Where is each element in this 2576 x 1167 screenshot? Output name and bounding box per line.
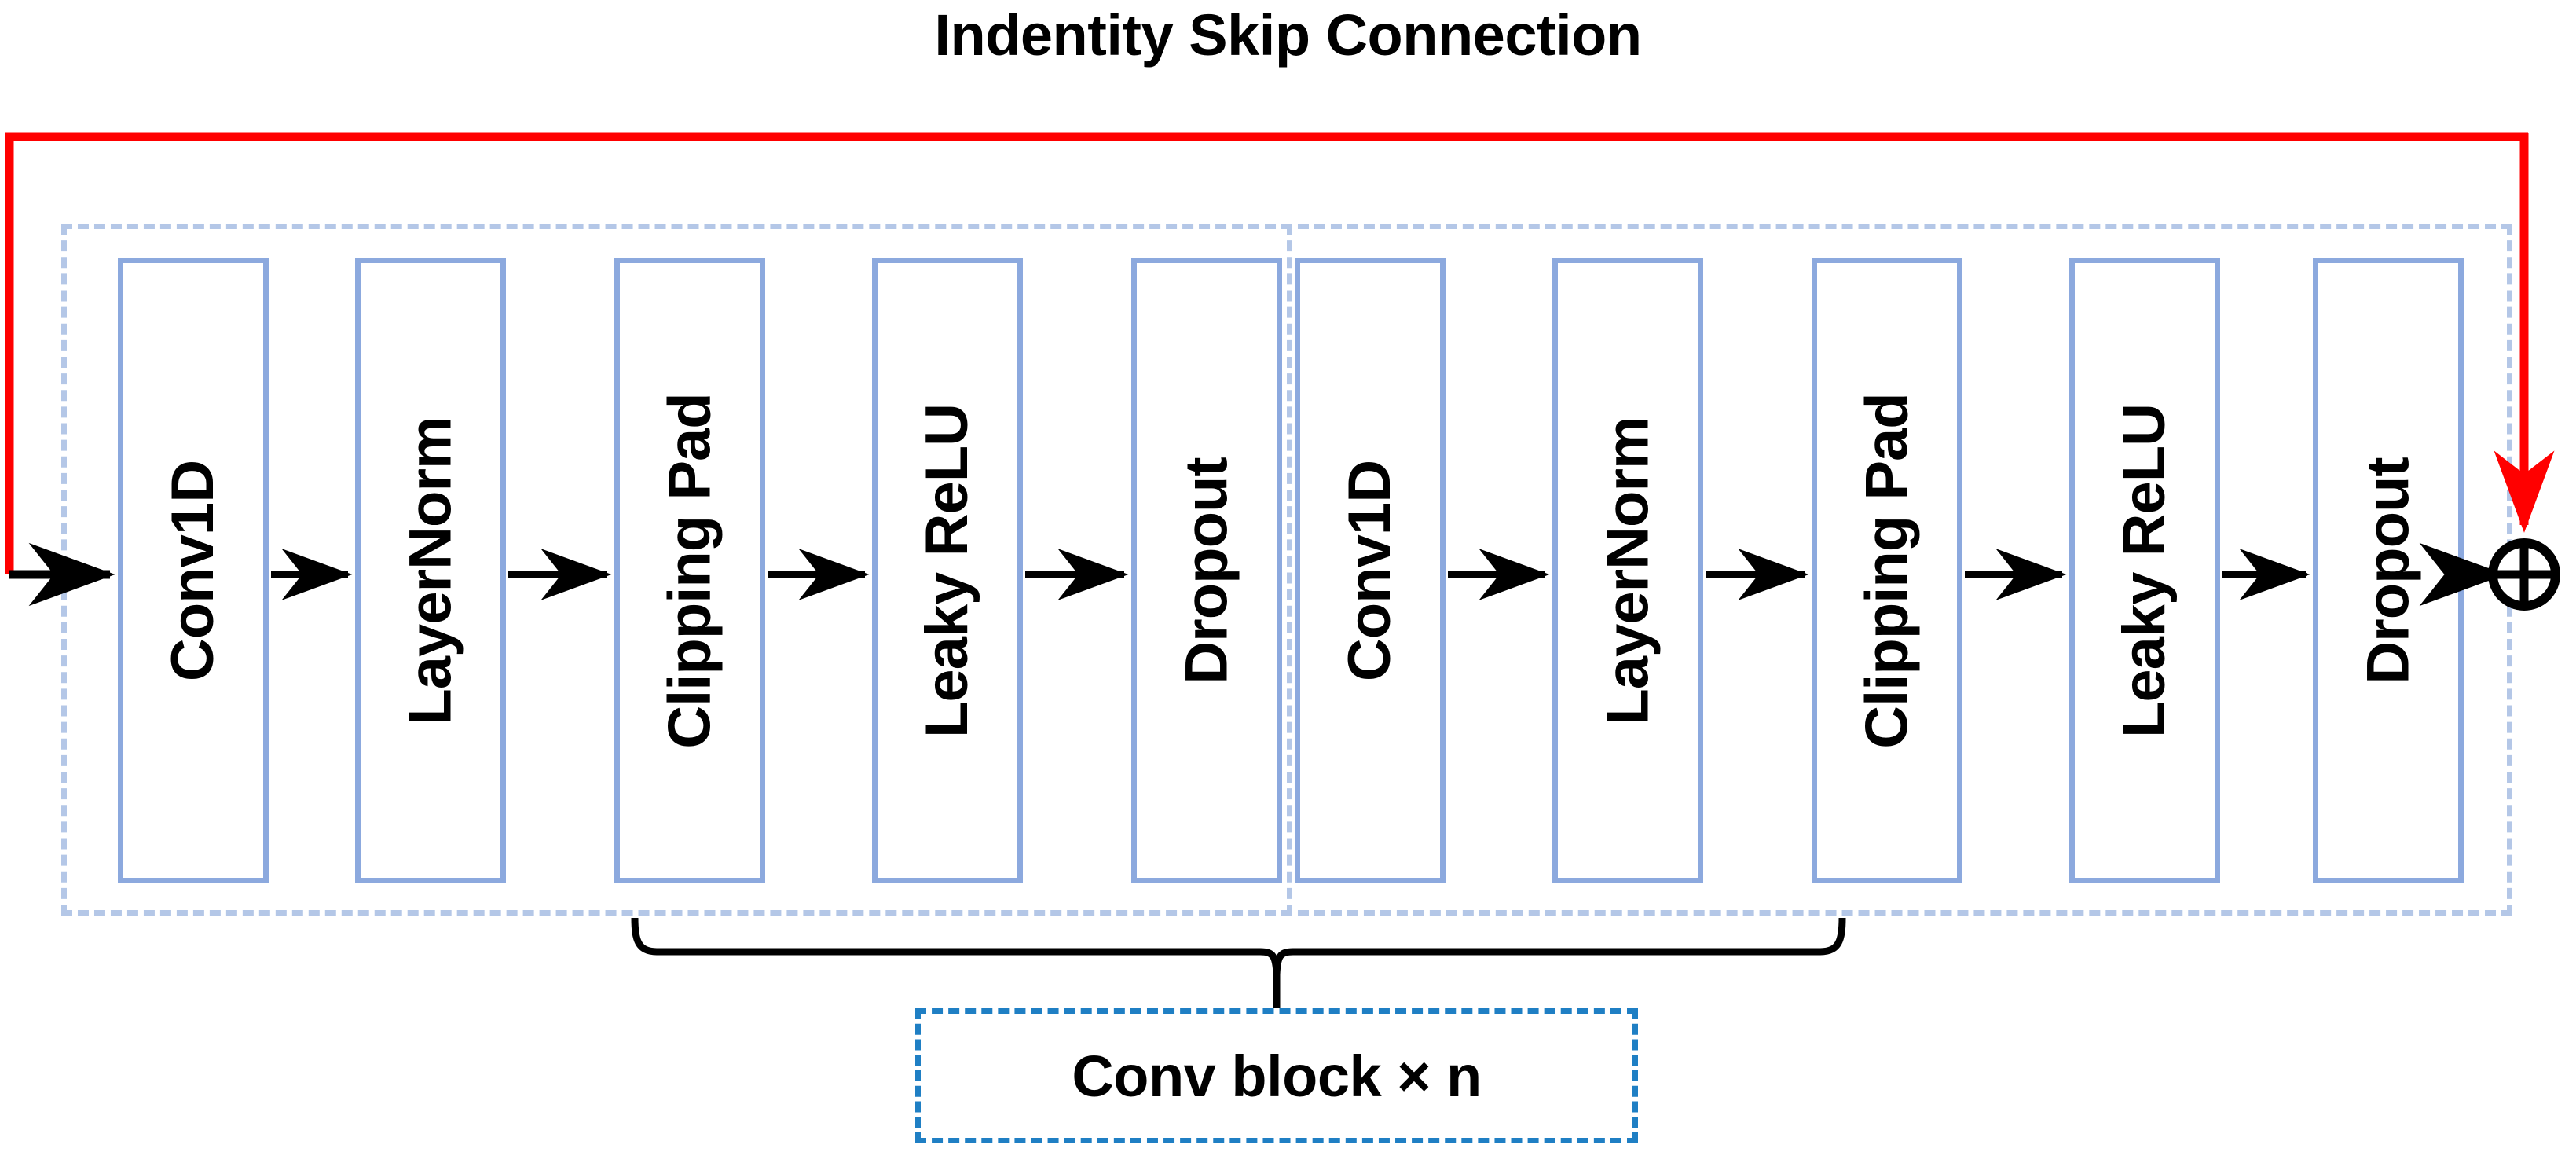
layer-box-dropout-2[interactable]: Dropout bbox=[2313, 258, 2464, 883]
conv-block-caption-box: Conv block × n bbox=[915, 1008, 1638, 1143]
layer-label: Leaky ReLU bbox=[2111, 403, 2178, 738]
layer-box-conv1d-1[interactable]: Conv1D bbox=[118, 258, 269, 883]
layer-label: Dropout bbox=[2354, 457, 2422, 684]
layer-label: Dropout bbox=[1173, 457, 1240, 684]
layer-box-leaky-relu-2[interactable]: Leaky ReLU bbox=[2069, 258, 2220, 883]
layer-label: Leaky ReLU bbox=[914, 403, 981, 738]
conv-block-caption-label: Conv block × n bbox=[1072, 1043, 1482, 1109]
layer-label: Clipping Pad bbox=[656, 392, 724, 749]
conv-block-divider bbox=[1287, 224, 1292, 916]
layer-label: LayerNorm bbox=[1594, 416, 1662, 725]
layer-box-clipping-pad-2[interactable]: Clipping Pad bbox=[1812, 258, 1962, 883]
layer-box-clipping-pad-1[interactable]: Clipping Pad bbox=[614, 258, 765, 883]
conv-block-brace bbox=[631, 917, 1846, 1010]
layer-box-layernorm-2[interactable]: LayerNorm bbox=[1552, 258, 1703, 883]
layer-box-leaky-relu-1[interactable]: Leaky ReLU bbox=[872, 258, 1023, 883]
layer-box-dropout-1[interactable]: Dropout bbox=[1131, 258, 1282, 883]
layer-label: Clipping Pad bbox=[1853, 392, 1921, 749]
layer-label: LayerNorm bbox=[397, 416, 464, 725]
layer-label: Conv1D bbox=[1336, 460, 1404, 681]
layer-label: Conv1D bbox=[159, 460, 227, 681]
layer-box-conv1d-2[interactable]: Conv1D bbox=[1295, 258, 1446, 883]
layer-box-layernorm-1[interactable]: LayerNorm bbox=[355, 258, 506, 883]
page-title: Indentity Skip Connection bbox=[934, 2, 1642, 68]
